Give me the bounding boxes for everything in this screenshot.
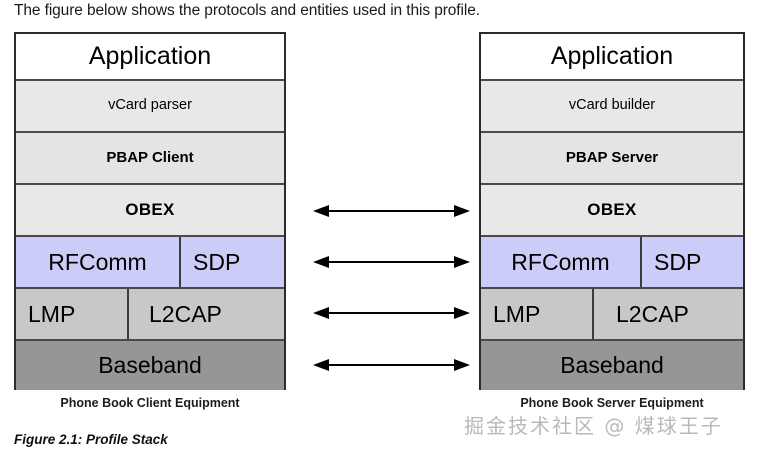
right-layer-pbap-server: PBAP Server [481,133,743,185]
left-cell-lmp: LMP [16,289,129,339]
right-layer-vcard-builder: vCard builder [481,81,743,133]
right-layer-baseband: Baseband [481,341,743,390]
right-layer-baseband-label: Baseband [560,352,664,379]
left-layer-vcard-parser: vCard parser [16,81,284,133]
left-layer-l2cap-label: L2CAP [149,300,222,327]
left-layer-pbap-client: PBAP Client [16,133,284,185]
left-layer-rfcomm-sdp: RFComm SDP [16,237,284,289]
right-cell-rfcomm: RFComm [481,237,642,287]
left-layer-obex-label: OBEX [125,200,175,220]
right-layer-lmp-label: LMP [493,300,541,327]
left-layer-sdp-label: SDP [193,248,241,275]
right-layer-obex: OBEX [481,185,743,237]
obex-link-arrow-icon [313,205,470,217]
right-cell-lmp: LMP [481,289,594,339]
left-layer-pbap-client-label: PBAP Client [106,149,194,167]
left-layer-lmp-label: LMP [28,300,76,327]
left-layer-obex: OBEX [16,185,284,237]
left-cell-l2cap: L2CAP [129,289,284,339]
left-layer-baseband: Baseband [16,341,284,390]
left-layer-application-label: Application [88,42,212,71]
intro-paragraph: The figure below shows the protocols and… [14,2,480,19]
right-stack-caption: Phone Book Server Equipment [520,396,704,410]
left-cell-sdp: SDP [181,237,284,287]
right-cell-l2cap: L2CAP [594,289,743,339]
protocol-link-arrows [305,195,480,385]
left-stack-caption: Phone Book Client Equipment [60,396,240,410]
phone-book-client-stack: Application vCard parser PBAP Client OBE… [14,32,286,390]
right-layer-application: Application [481,34,743,81]
baseband-link-arrow-icon [313,359,470,371]
left-layer-vcard-parser-label: vCard parser [108,97,192,114]
figure-caption: Figure 2.1: Profile Stack [14,432,168,447]
left-layer-application: Application [16,34,284,81]
right-layer-lmp-l2cap: LMP L2CAP [481,289,743,341]
right-layer-application-label: Application [550,42,674,71]
left-layer-baseband-label: Baseband [98,352,202,379]
right-layer-obex-label: OBEX [587,200,637,220]
rfcomm-link-arrow-icon [313,256,470,268]
right-layer-vcard-builder-label: vCard builder [568,97,656,114]
phone-book-server-stack: Application vCard builder PBAP Server OB… [479,32,745,390]
right-layer-sdp-label: SDP [654,248,702,275]
left-cell-rfcomm: RFComm [16,237,181,287]
right-layer-pbap-server-label: PBAP Server [565,149,659,167]
watermark-text: 掘金技术社区 @ 煤球王子 [464,414,723,438]
left-layer-lmp-l2cap: LMP L2CAP [16,289,284,341]
right-layer-rfcomm-label: RFComm [511,248,610,275]
lmp-l2cap-link-arrow-icon [313,307,470,319]
right-layer-rfcomm-sdp: RFComm SDP [481,237,743,289]
right-layer-l2cap-label: L2CAP [616,300,689,327]
right-cell-sdp: SDP [642,237,743,287]
left-layer-rfcomm-label: RFComm [48,248,147,275]
